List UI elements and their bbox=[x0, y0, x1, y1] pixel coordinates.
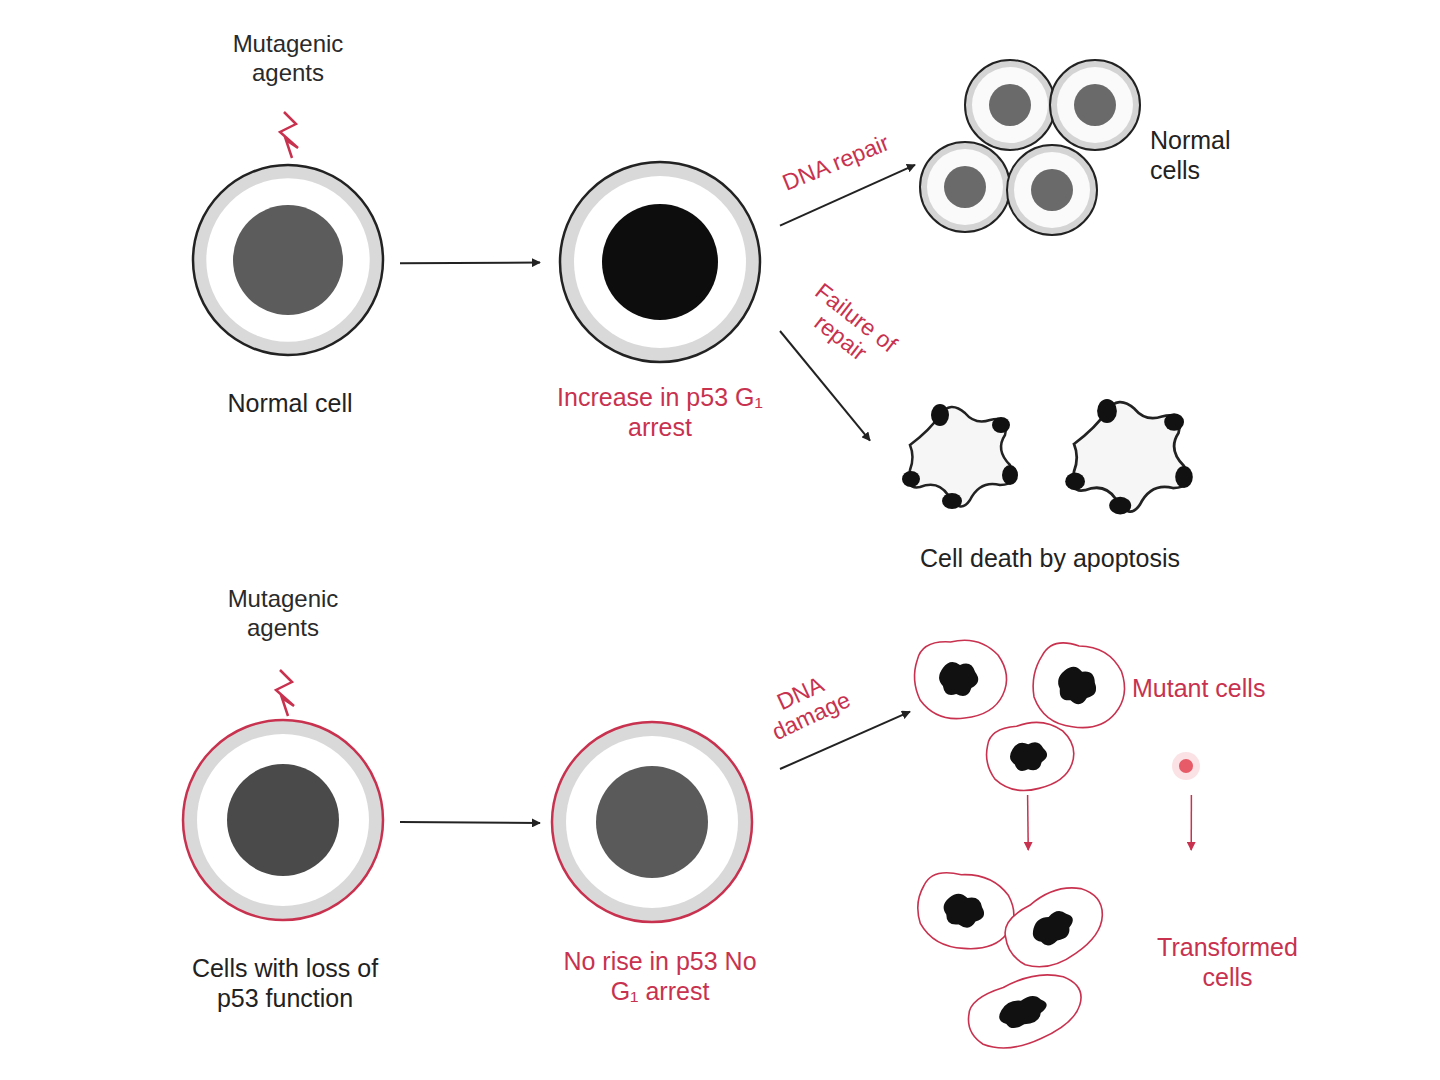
cell-caption: Mutant cells bbox=[1132, 673, 1327, 703]
arrested-cell: Increase in p53 G₁ arrest bbox=[540, 160, 780, 445]
normal-cell: Normal cell bbox=[180, 160, 400, 425]
apoptotic-cells: Cell death by apoptosis bbox=[870, 375, 1230, 580]
lightning-bolt bbox=[280, 112, 298, 158]
agent-label: Mutagenic agents bbox=[213, 30, 363, 88]
arrow-connector bbox=[1027, 795, 1029, 850]
edge-label: DNA repair bbox=[743, 116, 929, 211]
cell-caption: Normal cells bbox=[1150, 125, 1260, 185]
cell-caption: No rise in p53 No G₁ arrest bbox=[560, 946, 760, 1006]
arrow-connector bbox=[1190, 795, 1192, 850]
agent-label: Mutagenic agents bbox=[208, 585, 358, 643]
p53-loss-cell: Cells with loss of p53 function bbox=[170, 715, 400, 1060]
edge-label: DNA damage bbox=[745, 659, 866, 751]
normal-cell-group: Normal cells bbox=[915, 55, 1265, 235]
cell-caption: Cell death by apoptosis bbox=[870, 543, 1230, 573]
lightning-bolt bbox=[276, 670, 294, 716]
cell-illustration bbox=[180, 160, 400, 425]
no-arrest-cell: No rise in p53 No G₁ arrest bbox=[540, 718, 780, 1018]
cell-caption: Transformed cells bbox=[1140, 932, 1315, 992]
transformed-cells: Transformed cells bbox=[910, 850, 1340, 1060]
mutant-cells: Mutant cells bbox=[910, 625, 1330, 795]
cell-caption: Normal cell bbox=[180, 388, 400, 418]
cell-caption: Increase in p53 G₁ arrest bbox=[555, 382, 765, 442]
edge-label: Failure of repair bbox=[783, 270, 913, 387]
arrow-connector bbox=[400, 262, 540, 265]
cell-caption: Cells with loss of p53 function bbox=[180, 953, 390, 1013]
arrow-connector bbox=[400, 822, 540, 823]
cell-illustration bbox=[910, 625, 1330, 795]
pointer-glow bbox=[1172, 752, 1200, 780]
